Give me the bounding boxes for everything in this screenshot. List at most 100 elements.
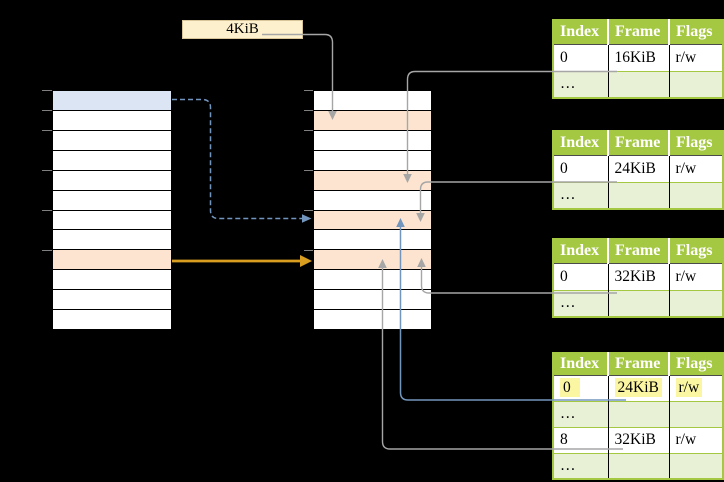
col-header-index: Index	[553, 239, 608, 263]
frame-cell: 16KiB	[607, 43, 669, 71]
flags-cell	[668, 70, 723, 98]
page-size-label: 4KiB	[182, 20, 303, 39]
address-tick	[303, 109, 313, 111]
table-row-ellipsis: …	[553, 452, 723, 479]
address-tick	[42, 209, 52, 211]
col-header-index: Index	[553, 20, 608, 44]
col-header-frame: Frame	[607, 353, 669, 375]
frame-cell: 24KiB	[607, 154, 669, 182]
address-tick	[303, 209, 313, 211]
col-header-index: Index	[553, 353, 608, 375]
table-row-ellipsis: …	[553, 70, 723, 98]
memory-cell	[53, 110, 171, 131]
memory-cell	[53, 130, 171, 151]
col-header-frame: Frame	[607, 131, 669, 155]
page-size-label-text: 4KiB	[226, 21, 259, 37]
col-header-frame: Frame	[607, 239, 669, 263]
col-header-flags: Flags	[668, 20, 723, 44]
memory-cell	[53, 150, 171, 171]
table-row-ellipsis: …	[553, 289, 723, 317]
index-cell: …	[553, 289, 608, 317]
virtual-memory-column	[52, 90, 172, 330]
index-cell: 0	[553, 43, 608, 71]
table-row: 0 32KiB r/w	[553, 262, 723, 290]
address-tick	[42, 89, 52, 91]
arrow-virtual-to-physical-dashed	[172, 98, 302, 220]
col-header-flags: Flags	[668, 131, 723, 155]
address-tick	[42, 129, 52, 131]
memory-cell	[53, 290, 171, 311]
table-row: 0 24KiB r/w	[553, 154, 723, 182]
memory-cell	[314, 210, 431, 231]
frame-cell	[607, 181, 669, 209]
memory-cell	[53, 270, 171, 291]
memory-cell	[314, 250, 431, 271]
page-table-32kib: Index Frame Flags 0 32KiB r/w …	[552, 238, 724, 318]
memory-cell	[314, 110, 431, 131]
memory-cell	[314, 130, 431, 151]
arrow-virtual-to-physical-orange-arrowhead	[300, 255, 312, 267]
memory-cell	[314, 270, 431, 291]
flags-cell	[668, 289, 723, 317]
col-header-index: Index	[553, 131, 608, 155]
index-cell: …	[553, 400, 608, 427]
address-tick	[303, 169, 313, 171]
address-tick	[42, 169, 52, 171]
address-tick	[303, 129, 313, 131]
index-cell: …	[553, 70, 608, 98]
table-row: 8 32KiB r/w	[553, 426, 723, 453]
address-tick	[42, 109, 52, 111]
highlighted-value: r/w	[675, 378, 703, 397]
memory-cell	[314, 170, 431, 191]
frame-cell: 32KiB	[607, 262, 669, 290]
address-tick	[303, 89, 313, 91]
frame-cell	[607, 70, 669, 98]
address-tick	[42, 249, 52, 251]
table-row-highlighted: 0 24KiB r/w	[553, 374, 723, 401]
memory-cell	[53, 230, 171, 251]
memory-cell	[314, 190, 431, 211]
col-header-flags: Flags	[668, 353, 723, 375]
flags-cell	[668, 400, 723, 427]
page-table-16kib: Index Frame Flags 0 16KiB r/w …	[552, 19, 724, 99]
physical-memory-column	[313, 90, 432, 330]
memory-cell	[53, 210, 171, 231]
flags-cell	[668, 181, 723, 209]
memory-cell	[314, 91, 431, 111]
flags-cell: r/w	[668, 154, 723, 182]
memory-cell	[53, 310, 171, 330]
memory-cell	[314, 310, 431, 330]
flags-cell: r/w	[668, 374, 723, 401]
col-header-flags: Flags	[668, 239, 723, 263]
memory-cell	[53, 170, 171, 191]
memory-cell	[53, 250, 171, 271]
highlighted-value: 0	[560, 378, 580, 397]
table-row-ellipsis: …	[553, 400, 723, 427]
memory-cell	[53, 91, 171, 111]
col-header-frame: Frame	[607, 20, 669, 44]
memory-cell	[314, 230, 431, 251]
index-cell: …	[553, 181, 608, 209]
frame-cell	[607, 400, 669, 427]
arrow-virtual-to-physical-dashed-arrowhead	[302, 214, 312, 223]
memory-cell	[53, 190, 171, 211]
frame-cell	[607, 289, 669, 317]
memory-cell	[314, 150, 431, 171]
flags-cell: r/w	[668, 43, 723, 71]
flags-cell: r/w	[668, 262, 723, 290]
index-cell: 0	[553, 262, 608, 290]
table-row: 0 16KiB r/w	[553, 43, 723, 71]
index-cell: 0	[553, 374, 608, 401]
memory-cell	[314, 290, 431, 311]
frame-cell	[607, 452, 669, 479]
table-row-ellipsis: …	[553, 181, 723, 209]
index-cell: 8	[553, 426, 608, 453]
index-cell: 0	[553, 154, 608, 182]
page-table-24kib: Index Frame Flags 0 24KiB r/w …	[552, 130, 724, 210]
frame-cell: 24KiB	[607, 374, 669, 401]
flags-cell: r/w	[668, 426, 723, 453]
index-cell: …	[553, 452, 608, 479]
frame-cell: 32KiB	[607, 426, 669, 453]
highlighted-value: 24KiB	[614, 378, 662, 397]
